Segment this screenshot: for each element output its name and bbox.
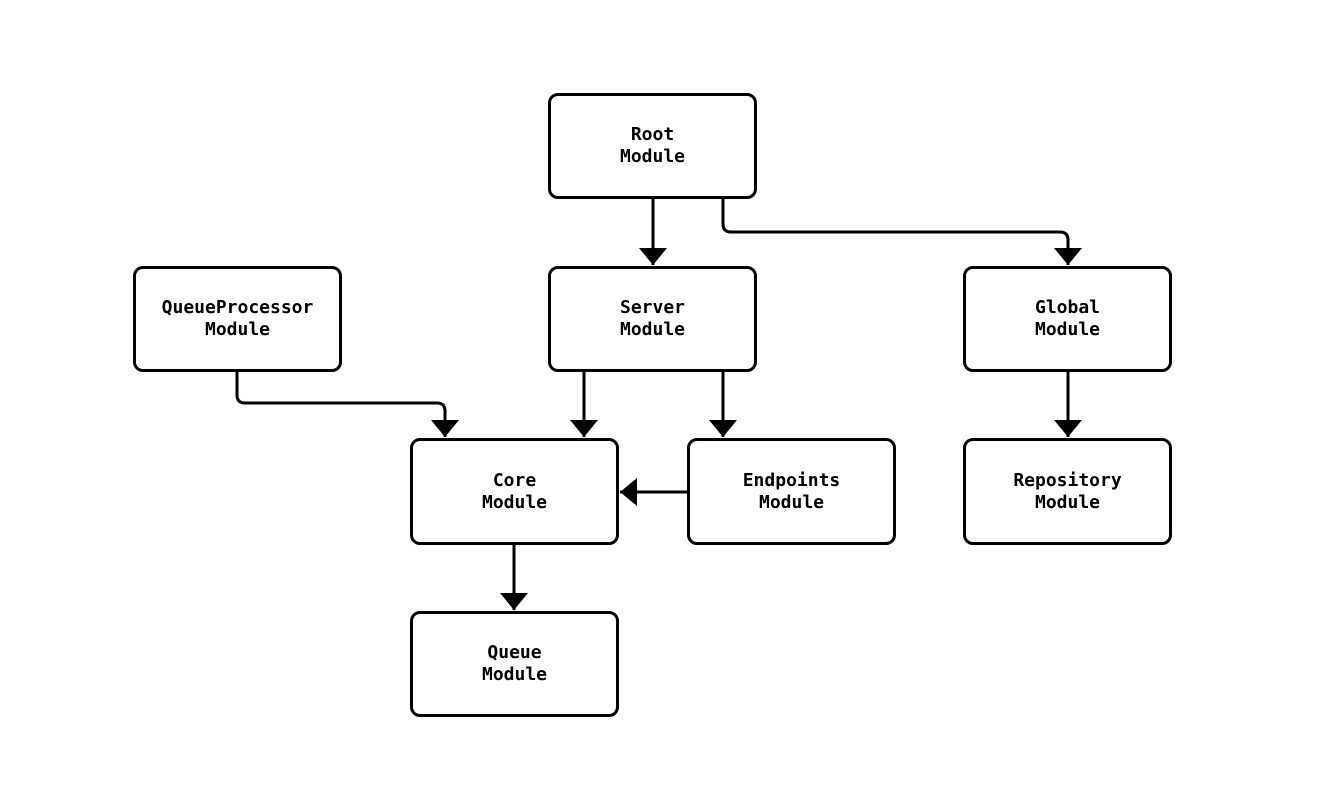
edge-root-to-global [721,199,1082,265]
node-label-line: Module [204,319,271,340]
node-label-line: Repository [1013,469,1122,491]
node-label-line: Module [619,146,686,167]
node-label-line: Module [481,664,548,685]
node-label-line: Module [481,491,548,513]
node-label-line: Module [1034,491,1101,513]
node-label-line: Queue [487,642,542,663]
node-label-line: Module [619,319,686,340]
node-label-line: Global [1034,297,1101,318]
node-label-line: Core [492,469,537,491]
node-label-line: Endpoints [742,469,841,491]
node-label-line: Module [1034,319,1101,340]
node-label-line: Root [630,124,675,145]
node-label-line: Module [758,491,825,513]
node-label-line: Server [619,297,686,318]
node-label-line: QueueProcessor [161,297,314,318]
edge-queue-processor-to-core [235,372,459,437]
